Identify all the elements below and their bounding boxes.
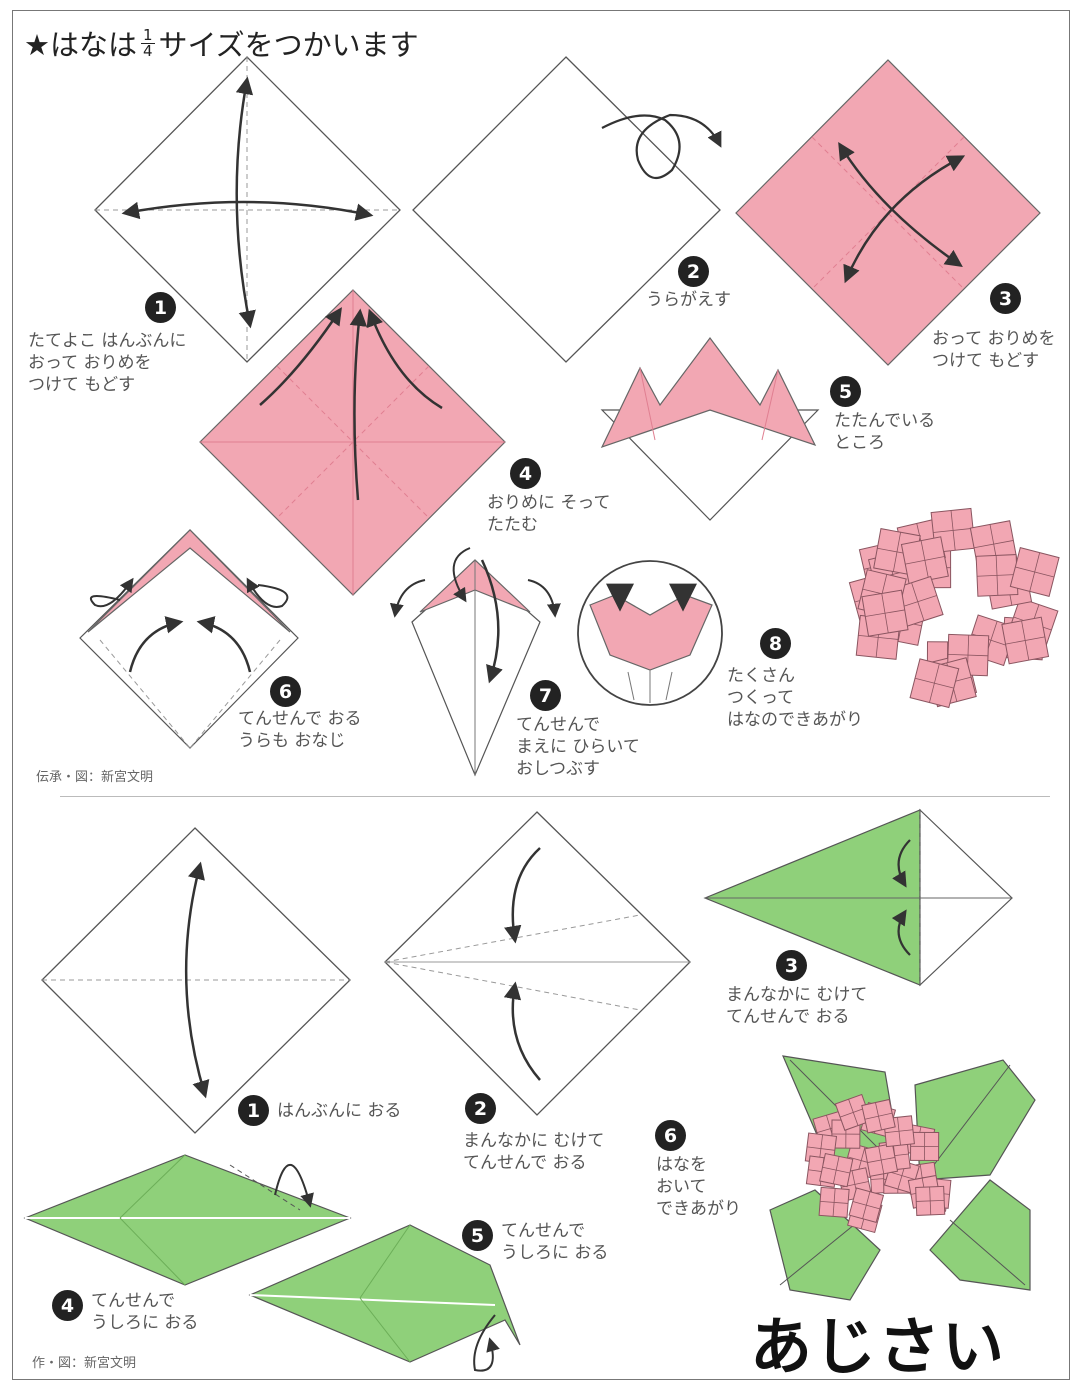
leaf-step-4: 4 てんせんで うしろに おる (52, 1290, 198, 1334)
title-prefix: ★はなは (24, 28, 137, 62)
leaf-step-1-caption: はんぶんに おる (277, 1100, 402, 1121)
step-number-badge: 5 (830, 376, 861, 407)
leaf-step-2-caption: まんなかに むけて てんせんで おる (463, 1131, 605, 1173)
leaf-step-1: 1 はんぶんに おる (238, 1095, 401, 1126)
step-number-badge: 6 (270, 676, 301, 707)
step-number-badge: 2 (465, 1093, 496, 1124)
final-flower-cluster (804, 1093, 952, 1234)
flower-step4-diagram (199, 289, 506, 596)
flower-step-2-caption: うらがえす (646, 290, 731, 310)
title-fraction: 1 4 (141, 25, 155, 60)
step-number-badge: 3 (990, 283, 1021, 314)
flower-step-1-caption: たてよこ はんぶんに おって おりめを つけて もどす (28, 331, 187, 395)
flower-step-3: 3 (990, 283, 1021, 314)
floret (930, 507, 976, 553)
work-name: あじさい (750, 1310, 1007, 1383)
floret (864, 1143, 899, 1177)
step-number-badge: 4 (510, 458, 541, 489)
leaf-step4-diagram (23, 1154, 352, 1286)
flower-step7-diagram (389, 547, 561, 777)
flower-step2-diagram (412, 56, 722, 363)
floret (1009, 547, 1060, 597)
step-number-badge: 7 (530, 680, 561, 711)
floret (975, 554, 1019, 597)
floret (818, 1186, 850, 1218)
flower-step1-diagram (94, 56, 401, 363)
flower-step-8-caption: たくさん つくって はなのできあがり (727, 666, 863, 730)
leaf-credit: 作・図：新宮文明 (32, 1356, 137, 1371)
flower-step-8: 8 (760, 628, 791, 659)
sheet-frame (12, 10, 1070, 1380)
flower-step-4-caption: おりめに そって たたむ (487, 493, 611, 535)
flower-step-5-caption: たたんでいる ところ (834, 411, 936, 453)
flower-credit: 伝承・図：新宮文明 (36, 770, 154, 785)
floret (909, 658, 960, 709)
floret (900, 536, 949, 585)
flower-step-7: 7 (530, 680, 561, 711)
floret (848, 1187, 885, 1223)
floret (819, 1152, 854, 1188)
flower-step-5: 5 (830, 376, 861, 407)
flower-step-4: 4 (510, 458, 541, 489)
leaf-step-6: 6 (655, 1120, 686, 1151)
flower-step3-diagram (735, 59, 1041, 366)
flower-step-6-caption: てんせんで おる うらも おなじ (238, 709, 362, 751)
fraction-numerator: 1 (141, 25, 155, 44)
step-number-badge: 1 (145, 292, 176, 323)
leaf-step-2: 2 (465, 1093, 496, 1124)
floret (1001, 616, 1050, 665)
final-hydrangea-with-leaves (769, 1055, 1036, 1301)
flower-step6-diagram (79, 529, 299, 749)
leaf-step-3: 3 (776, 950, 807, 981)
step-number-badge: 5 (462, 1220, 493, 1251)
flower-step-2: 2 (678, 256, 709, 287)
leaf-step-5-caption: てんせんで うしろに おる (501, 1221, 609, 1263)
hydrangea-flower-cluster (848, 507, 1060, 709)
flower-step-1: 1 (145, 292, 176, 323)
title-suffix: サイズをつかいます (158, 28, 419, 62)
leaf-step-3-caption: まんなかに むけて てんせんで おる (726, 985, 868, 1027)
leaf-step5-diagram (248, 1224, 521, 1372)
page-title: ★はなは 1 4 サイズをつかいます (24, 22, 419, 64)
step-number-badge: 4 (52, 1290, 83, 1321)
floret (861, 1098, 896, 1134)
flower-detail-circle (577, 560, 723, 706)
floret (915, 1185, 946, 1216)
step-number-badge: 8 (760, 628, 791, 659)
leaf-step-6-caption: はなを おいて できあがり (656, 1155, 741, 1219)
flower-step-7-caption: てんせんで まえに ひらいて おしつぶす (516, 715, 640, 779)
leaf-step2-diagram (384, 811, 691, 1116)
section-divider (60, 796, 1050, 797)
step-number-badge: 6 (655, 1120, 686, 1151)
step-number-badge: 1 (238, 1095, 269, 1126)
flower-step-3-caption: おって おりめを つけて もどす (932, 329, 1056, 371)
floret (861, 589, 909, 637)
leaf-step1-diagram (41, 827, 351, 1134)
leaf-step3-diagram (703, 808, 1013, 987)
leaf-step-4-caption: てんせんで うしろに おる (91, 1291, 199, 1333)
step-number-badge: 2 (678, 256, 709, 287)
step-number-badge: 3 (776, 950, 807, 981)
flower-step-6: 6 (270, 676, 301, 707)
fraction-denominator: 4 (143, 41, 153, 60)
flower-step5-diagram (600, 336, 820, 521)
leaf-step-5: 5 てんせんで うしろに おる (462, 1220, 608, 1264)
floret (910, 1131, 940, 1161)
